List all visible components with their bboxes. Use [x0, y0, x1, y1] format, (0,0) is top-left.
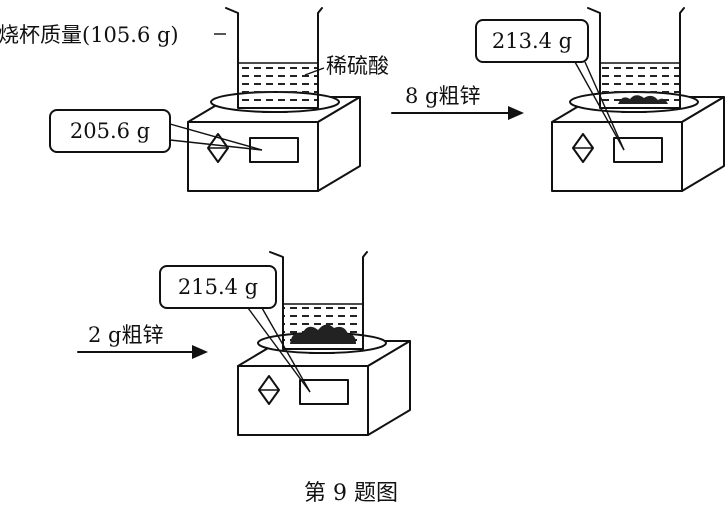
- reading-2: 213.4 g: [492, 29, 572, 53]
- zinc-granules: [290, 324, 356, 344]
- beaker-mass-label: 烧杯质量(105.6 g): [0, 23, 179, 47]
- reading-3: 215.4 g: [178, 275, 258, 299]
- acid-label-leader: [304, 67, 325, 76]
- add-zinc-arrow-1: 8 g粗锌: [391, 84, 524, 120]
- zinc-granules: [618, 95, 668, 104]
- beaker: [269, 251, 368, 350]
- add-zinc-arrow-2: 2 g粗锌: [77, 323, 208, 359]
- reading-bubble: [49, 109, 171, 153]
- add-zinc-label-2: 2 g粗锌: [88, 323, 163, 347]
- figure-caption: 第 9 题图: [304, 481, 398, 506]
- acid-label: 稀硫酸: [326, 54, 389, 78]
- scale-3: 215.4 g: [159, 251, 411, 436]
- beaker: [225, 7, 323, 109]
- acid-liquid: [238, 63, 318, 103]
- scale-1: 205.6 g 烧杯质量(105.6 g) 稀硫酸: [0, 7, 389, 192]
- reading-bubble: [159, 265, 277, 309]
- add-zinc-label-1: 8 g粗锌: [405, 84, 480, 108]
- scale-display: [613, 137, 663, 163]
- scale-display: [299, 379, 349, 405]
- scale-2: 213.4 g: [475, 7, 725, 192]
- beaker: [587, 7, 685, 109]
- reading-1: 205.6 g: [70, 119, 150, 143]
- reading-bubble: [475, 19, 589, 63]
